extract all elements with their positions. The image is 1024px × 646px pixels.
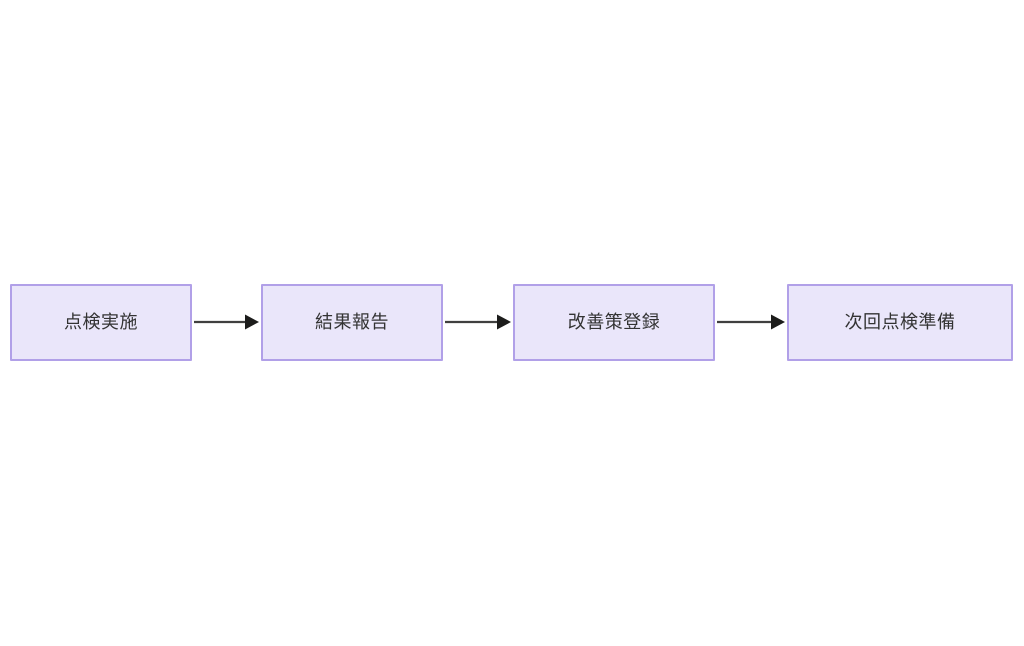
arrowhead-icon-1: [245, 314, 259, 330]
arrowhead-icon-3: [771, 314, 785, 330]
flow-node-label: 点検実施: [64, 311, 138, 332]
edge-n2-to-n3: [445, 314, 511, 330]
flow-node-label: 次回点検準備: [844, 311, 956, 332]
flow-node-next-inspection-prepare[interactable]: 次回点検準備: [787, 284, 1013, 361]
arrowhead-icon-2: [497, 314, 511, 330]
flow-node-label: 結果報告: [315, 311, 389, 332]
flow-node-inspection-execute[interactable]: 点検実施: [10, 284, 192, 361]
edge-n1-to-n2: [194, 314, 259, 330]
flow-node-improvement-register[interactable]: 改善策登録: [513, 284, 715, 361]
flow-node-result-report[interactable]: 結果報告: [261, 284, 443, 361]
edge-n3-to-n4: [717, 314, 785, 330]
flow-node-label: 改善策登録: [567, 311, 661, 332]
